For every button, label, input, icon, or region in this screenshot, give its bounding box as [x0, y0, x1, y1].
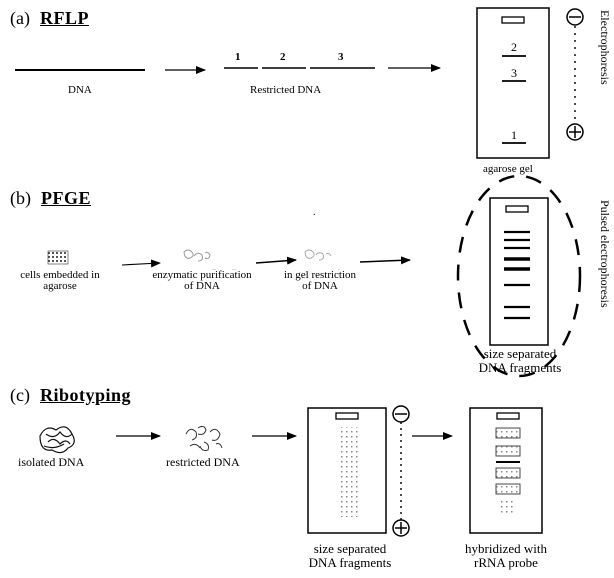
restricted-gel-icon	[305, 250, 331, 260]
arrow-b1	[122, 263, 160, 265]
gel-band-number-3: 3	[511, 67, 517, 80]
pfge-result-label: size separated DNA fragments	[470, 347, 570, 375]
ribo-gel-2-well	[497, 413, 519, 419]
hybridized-label: hybridized with rRNA probe	[454, 542, 558, 570]
restricted-dna-label: Restricted DNA	[250, 85, 321, 96]
ribo-size-separated-label: size separated DNA fragments	[300, 542, 400, 570]
electrophoresis-label: Electrophoresis	[597, 10, 612, 85]
ribo-gel-1-well	[336, 413, 358, 419]
arrow-b2	[256, 260, 296, 263]
arrow-b3	[360, 260, 410, 262]
pfge-step2-label: enzymatic purification of DNA	[148, 270, 256, 292]
gel-band-number-1: 1	[511, 129, 517, 142]
pfge-gel-well	[506, 206, 528, 212]
fragment-number-3: 3	[338, 52, 344, 63]
gel-band-number-2: 2	[511, 41, 517, 54]
pfge-gel	[490, 198, 548, 345]
pfge-step3-label: in gel restriction of DNA	[280, 270, 360, 292]
dna-label: DNA	[68, 85, 92, 96]
gel-well	[502, 17, 524, 23]
isolated-dna-label: isolated DNA	[18, 456, 84, 469]
ribo-smear	[338, 427, 358, 517]
fragment-number-1: 1	[235, 52, 241, 63]
purified-dna-icon	[184, 250, 210, 261]
cells-agarose-icon	[48, 251, 68, 264]
restricted-dna-icon	[186, 426, 222, 450]
fragment-number-2: 2	[280, 52, 286, 63]
pfge-step1-label: cells embedded in agarose	[12, 270, 108, 292]
agarose-gel-label: agarose gel	[483, 164, 533, 175]
restricted-dna-c-label: restricted DNA	[166, 456, 240, 469]
svg-text:.: .	[313, 207, 316, 218]
pulsed-electrophoresis-label: Pulsed electrophoresis	[597, 200, 612, 308]
isolated-dna-icon	[40, 427, 74, 453]
